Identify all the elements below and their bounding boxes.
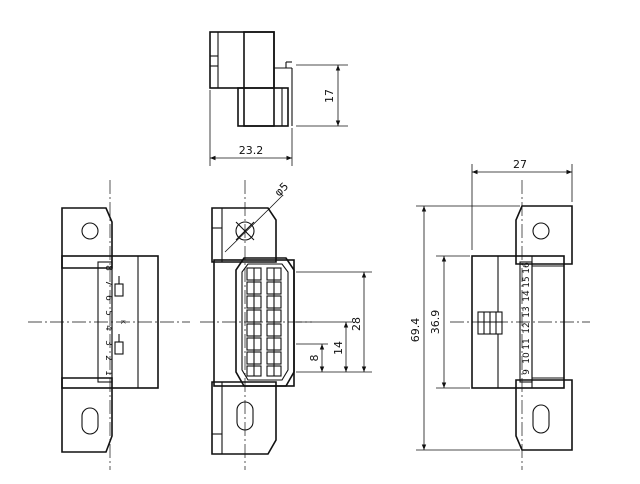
dim-28-label: 28 <box>350 317 363 331</box>
dimension-36-9: 36.9 <box>429 255 470 389</box>
right-pin-10: 10 <box>522 352 532 364</box>
right-pin-15: 15 <box>522 276 532 287</box>
contact-grid <box>246 267 282 377</box>
left-pin-4: 4 <box>103 325 113 331</box>
right-pin-11: 11 <box>522 338 532 349</box>
left-pin-5: 5 <box>103 310 113 316</box>
dim-27-label: 27 <box>513 158 527 171</box>
left-pin-6: 6 <box>103 295 113 301</box>
left-pin-numbers: 8 7 6 5 4 3 2 1 <box>103 265 113 376</box>
left-pin-7: 7 <box>103 280 113 286</box>
left-pin-8: 8 <box>103 265 113 271</box>
left-pin-3: 3 <box>103 340 113 346</box>
dim-17-label: 17 <box>323 89 336 103</box>
right-pin-9: 9 <box>522 369 532 375</box>
front-view <box>200 180 312 470</box>
dim-14-label: 14 <box>332 341 345 355</box>
right-pin-13: 13 <box>522 306 532 317</box>
right-view: 9 10 11 12 13 14 15 16 <box>450 180 590 470</box>
dim-23-2-label: 23.2 <box>239 144 264 157</box>
dimension-28: 28 <box>296 271 372 373</box>
left-view: K 8 7 6 5 4 3 2 1 <box>28 180 190 470</box>
left-pin-1: 1 <box>103 370 113 376</box>
left-marking: K <box>119 320 126 325</box>
right-pin-16: 16 <box>522 262 532 274</box>
dimension-23-2: 23.2 <box>209 90 293 166</box>
dim-phi5-label: φ5 <box>272 180 291 199</box>
dimension-14: 14 <box>296 321 352 372</box>
dimension-69-4: 69.4 <box>409 205 520 451</box>
dim-69-4-label: 69.4 <box>409 318 422 343</box>
dim-8-label: 8 <box>308 355 321 362</box>
dimension-17: 17 <box>296 64 348 127</box>
dimension-phi5: φ5 <box>224 180 291 253</box>
right-pin-14: 14 <box>522 290 532 302</box>
left-pin-2: 2 <box>103 355 113 361</box>
dimension-27: 27 <box>471 158 573 250</box>
right-pin-numbers: 9 10 11 12 13 14 15 16 <box>522 262 532 375</box>
dimension-8: 8 <box>296 343 328 372</box>
dim-36-9-label: 36.9 <box>429 310 442 335</box>
top-side-view <box>209 31 293 127</box>
right-pin-12: 12 <box>522 322 532 333</box>
